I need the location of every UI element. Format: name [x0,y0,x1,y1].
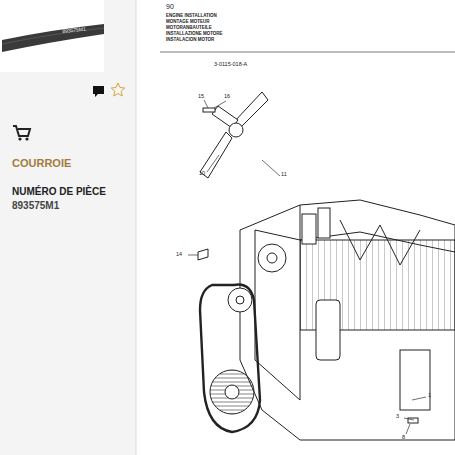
side-panel [0,0,136,455]
callout-number: 15 [198,93,204,99]
callout-number: 16 [224,93,230,99]
thumbnail-ground [0,0,104,72]
belt-rib [2,28,104,44]
part-number: 893575M1 [12,200,59,211]
fan-belt [200,285,260,432]
header-line: MOTORANBAUTEILE [166,26,212,31]
field-label: NUMÉRO DE PIÈCE [12,186,106,197]
bracket [198,249,208,260]
product-name: COURROIE [12,157,71,169]
callout-number: 3 [396,413,399,419]
callout-number: 11 [281,171,287,177]
callout-number: 14 [176,251,182,257]
header-line: MONTAGE MOTEUR [166,20,209,25]
comment-icon [93,86,104,97]
callout-number: 8 [402,434,405,440]
fan [200,92,268,178]
pulleys [210,288,254,414]
callout-number: 10 [199,170,205,176]
page-number: 90 [166,3,174,11]
panel-border [136,0,137,455]
callout-number: 1 [428,392,431,398]
header-line: INSTALACION MOTOR [166,38,214,43]
belt-photo [2,24,104,52]
header-line: INSTALLAZIONE MOTORE [166,32,223,37]
figure-code: 3-0115-018-A [214,61,247,67]
header-line: ENGINE INSTALLATION [166,14,217,19]
engine-block [240,200,455,440]
cart-icon [13,126,30,136]
leader-lines [188,100,426,434]
favorite-star [111,83,125,96]
header-rule [160,52,455,53]
bolt [203,108,215,112]
